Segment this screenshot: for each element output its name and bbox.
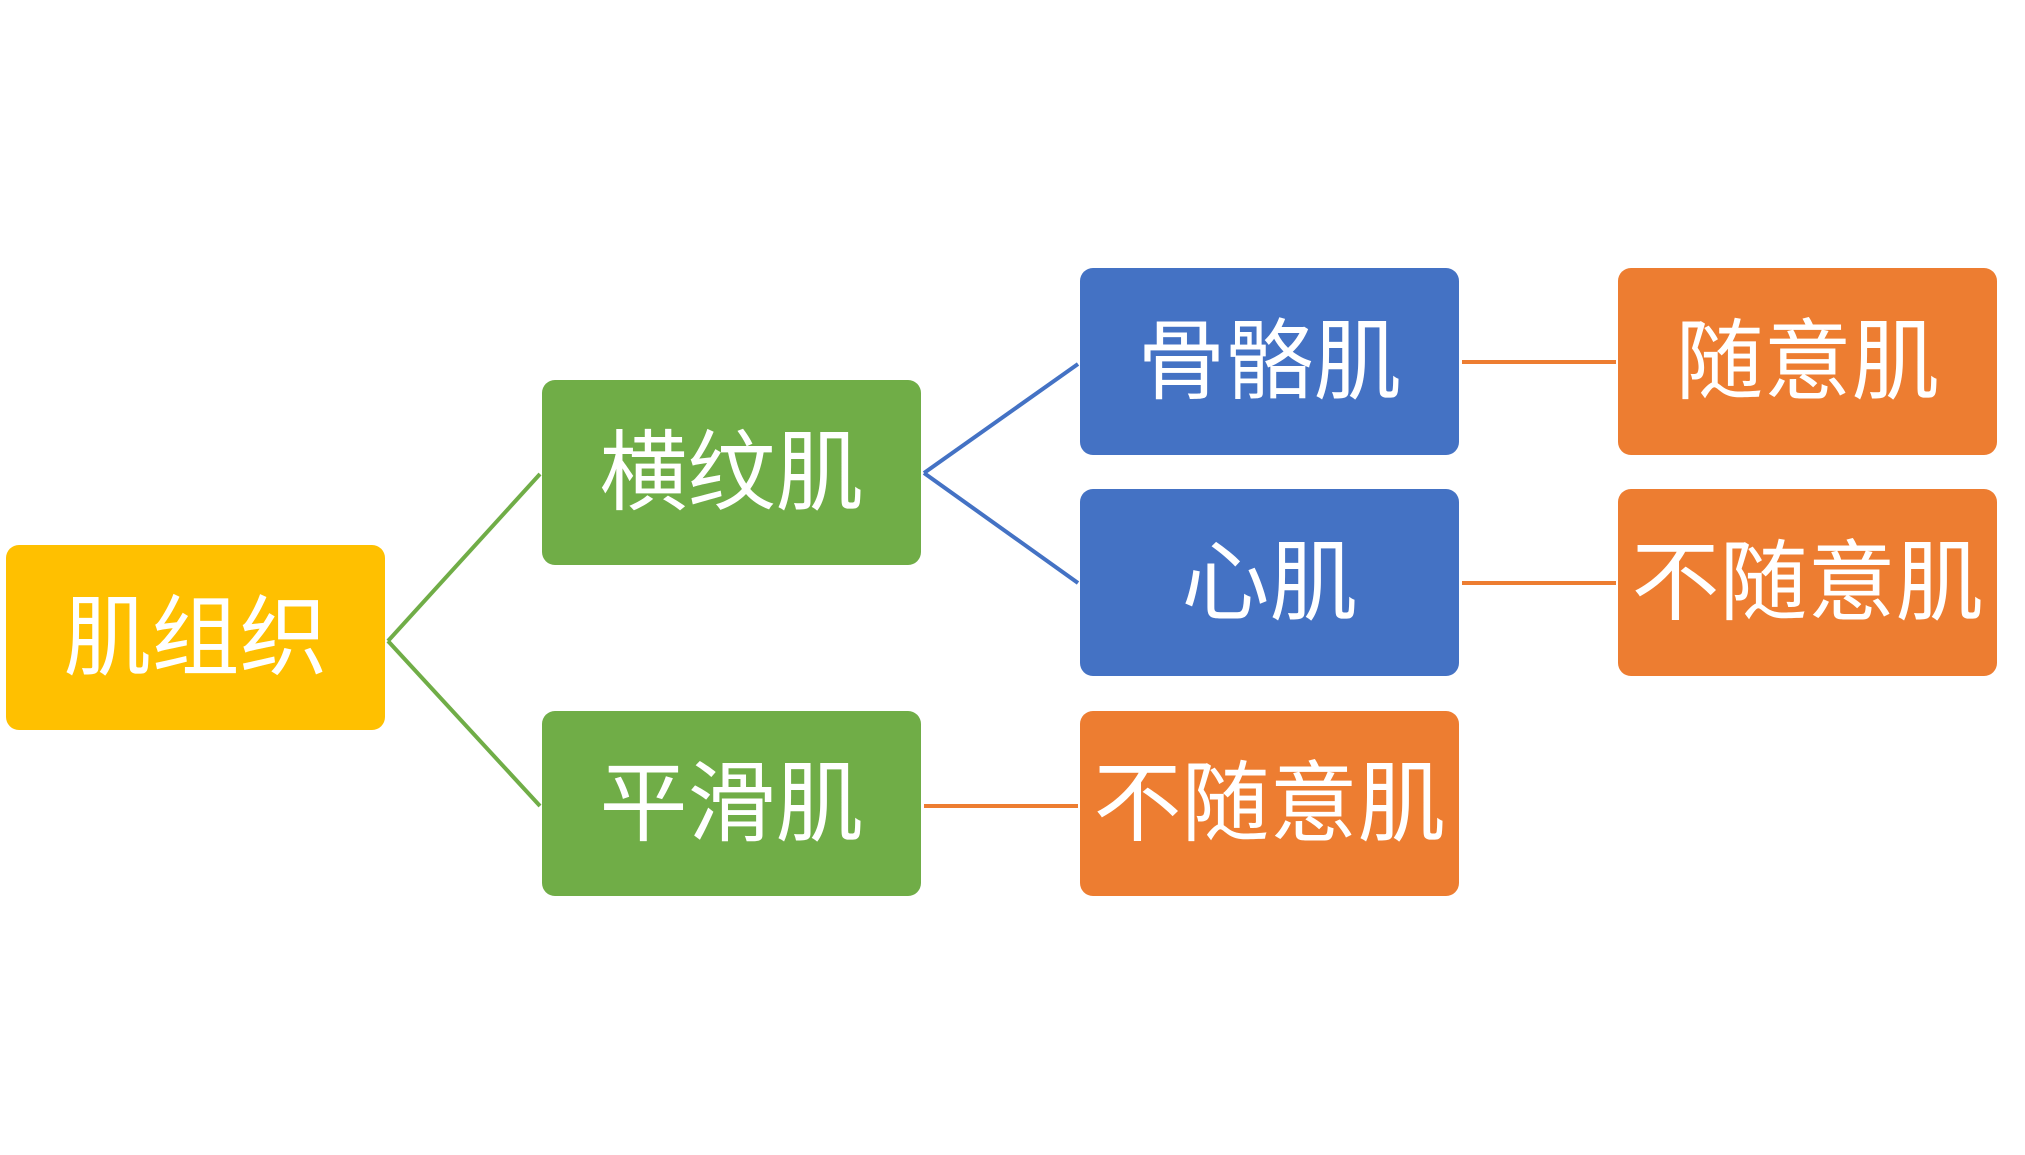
node-cardiac-muscle: 心肌 — [1080, 489, 1459, 676]
node-striated-muscle: 横纹肌 — [542, 380, 921, 565]
node-skeletal-voluntary: 随意肌 — [1618, 268, 1997, 455]
node-smooth-involuntary: 不随意肌 — [1080, 711, 1459, 896]
connector-root-striated — [386, 472, 542, 643]
node-label: 不随意肌 — [1631, 530, 1984, 634]
node-label: 随意肌 — [1675, 309, 1940, 413]
node-muscle-tissue: 肌组织 — [6, 545, 385, 730]
node-label: 肌组织 — [63, 585, 328, 689]
node-label: 骨骼肌 — [1137, 309, 1402, 413]
node-label: 平滑肌 — [599, 751, 864, 855]
connector-striated-skeletal — [922, 362, 1080, 475]
node-skeletal-muscle: 骨骼肌 — [1080, 268, 1459, 455]
node-label: 横纹肌 — [599, 420, 864, 524]
node-label: 心肌 — [1181, 530, 1358, 634]
connector-root-smooth — [386, 639, 542, 808]
connector-striated-cardiac — [922, 471, 1080, 585]
node-cardiac-involuntary: 不随意肌 — [1618, 489, 1997, 676]
node-label: 不随意肌 — [1093, 751, 1446, 855]
node-smooth-muscle: 平滑肌 — [542, 711, 921, 896]
